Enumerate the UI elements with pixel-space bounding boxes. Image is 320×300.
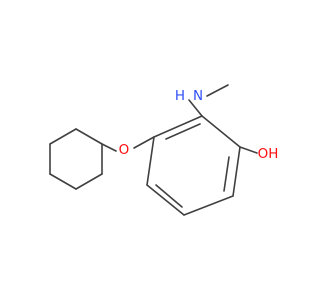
cyclohexyl-oxygen-bond bbox=[101, 143, 117, 152]
aromatic-bond-3 bbox=[232, 146, 241, 197]
cyclohexyl-ring bbox=[49, 128, 103, 190]
aromatic-bond-1 bbox=[153, 115, 203, 138]
aromatic-bond-5 bbox=[146, 184, 185, 216]
benzene-ring bbox=[146, 115, 241, 216]
amine-hydrogen-label: H bbox=[175, 88, 185, 104]
amine-nitrogen-label: N bbox=[193, 88, 203, 104]
ring-bond-5 bbox=[75, 173, 103, 190]
aromatic-bond-4 bbox=[183, 195, 234, 216]
aromatic-bond-6 bbox=[146, 136, 155, 186]
oxygen-aryl-bond bbox=[133, 136, 155, 149]
double-bond-inner-1 bbox=[165, 123, 201, 140]
molecule-drawing: O H N OH bbox=[49, 84, 279, 216]
ether-oxygen-label: O bbox=[119, 142, 130, 158]
ring-bond-1 bbox=[75, 128, 103, 145]
hydroxyl-label: OH bbox=[258, 146, 279, 162]
aromatic-bond-2 bbox=[201, 115, 241, 148]
double-bond-inner-2 bbox=[223, 156, 230, 192]
double-bond-inner-3 bbox=[155, 184, 183, 208]
ring-bond-2 bbox=[49, 128, 77, 145]
aryl-hydroxyl-bond bbox=[239, 146, 258, 154]
structure-canvas: O H N OH bbox=[49, 84, 279, 216]
ring-bond-4 bbox=[49, 173, 77, 190]
nitrogen-methyl-bond bbox=[206, 84, 229, 97]
aryl-nitrogen-bond bbox=[188, 99, 203, 117]
